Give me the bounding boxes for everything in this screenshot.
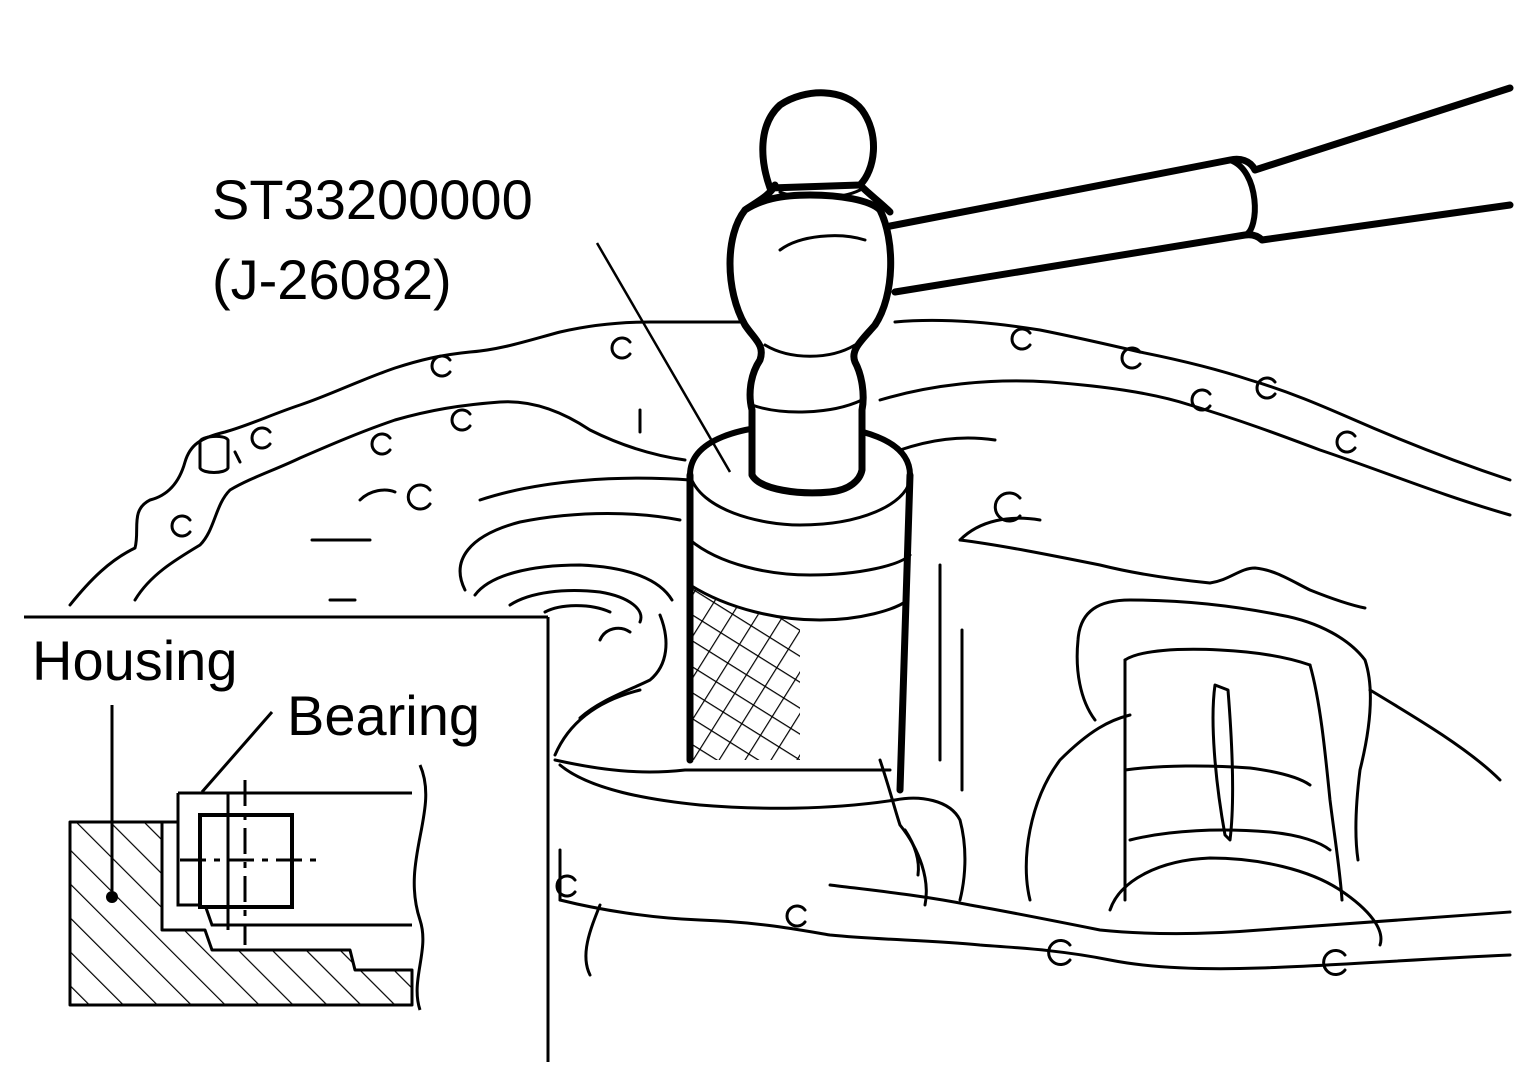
tool-part-number: ST33200000: [212, 168, 533, 231]
tool-alt-number: (J-26082): [212, 248, 452, 311]
inset-housing-label: Housing: [32, 629, 237, 692]
inset-detail: Housing Bearing: [24, 615, 550, 1087]
transmission-case: [68, 318, 1512, 977]
inset-bearing-label: Bearing: [287, 684, 480, 747]
housing-section: [68, 820, 414, 1007]
bolt-holes: [170, 327, 1357, 976]
hammer: [726, 84, 1514, 497]
tool-leader-line: [595, 242, 732, 473]
